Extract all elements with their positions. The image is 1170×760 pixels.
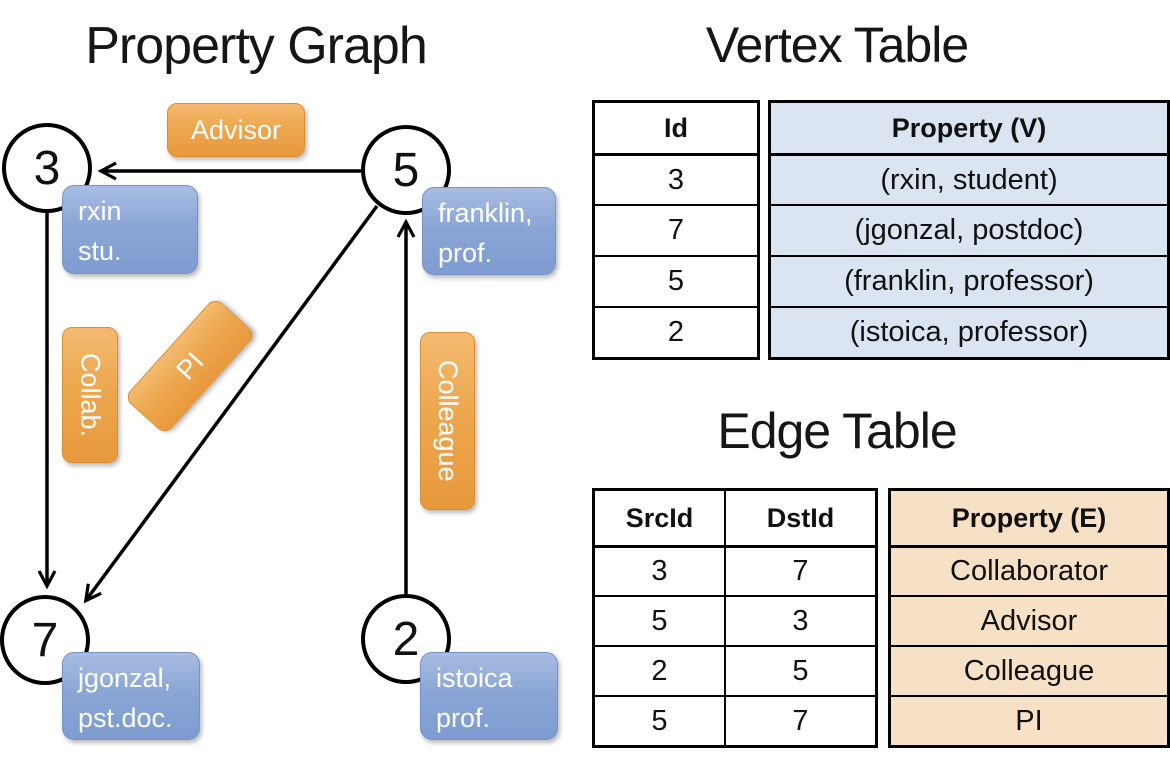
vertex-property-box-5: franklin, prof. (422, 187, 556, 275)
vertex-property-line: rxin (78, 196, 122, 226)
vertex-property-line: stu. (78, 236, 122, 266)
vertex-table-cell-id: 2 (595, 306, 757, 357)
edge-label-colleague: Colleague (420, 332, 475, 510)
edge-table-header-property: Property (E) (891, 491, 1167, 545)
edge-table-row: 2 5 (595, 645, 875, 695)
edge-table-row: 5 7 (595, 695, 875, 745)
edge-table-cell-dstid: 5 (792, 654, 809, 687)
edge-table-cell-dstid: 7 (792, 704, 809, 737)
edge-table-header-srcid: SrcId (595, 491, 726, 545)
edge-table-cell-property: Collaborator (891, 545, 1167, 595)
edge-table-cell-srcid: 2 (595, 647, 726, 695)
vertex-table-cell-id: 3 (595, 153, 757, 204)
vertex-table-header-id: Id (664, 112, 688, 143)
edge-table-cell-property: Advisor (891, 595, 1167, 645)
diagram-title: Property Graph (85, 17, 428, 75)
vertex-property-line: istoica (436, 663, 513, 693)
edge-table-cell-srcid: 5 (595, 597, 726, 645)
edge-pi-5-to-7 (83, 204, 379, 604)
graph-node-2: 2 (361, 594, 451, 684)
vertex-table-cell-id: 7 (595, 204, 757, 255)
vertex-property-box-2: istoica prof. (420, 652, 558, 740)
vertex-table-cell-property: (franklin, professor) (771, 255, 1167, 306)
vertex-table-cell-property: (istoica, professor) (771, 306, 1167, 357)
vertex-property-box-7: jgonzal, pst.doc. (62, 652, 200, 740)
edge-table-property-column: Property (E) Collaborator Advisor Collea… (888, 488, 1170, 748)
edge-table-header-row: SrcId DstId (595, 491, 875, 545)
graph-edges (37, 161, 416, 604)
graph-node-5: 5 (361, 125, 451, 215)
edge-label-advisor: Advisor (167, 103, 305, 157)
vertex-table-cell-id: 5 (595, 255, 757, 306)
vertex-table-id-column: Id 3 7 5 2 (592, 100, 760, 360)
vertex-table-cell-property: (jgonzal, postdoc) (771, 204, 1167, 255)
edge-table-id-columns: SrcId DstId 3 7 5 3 2 5 5 7 (592, 488, 878, 748)
edge-table-header-dstid: DstId (766, 502, 835, 533)
property-graph-diagram: Property Graph 3 5 7 2 rxin stu. frankli… (0, 17, 558, 740)
vertex-property-line: franklin, (438, 198, 533, 228)
vertex-property-line: pst.doc. (78, 703, 173, 733)
edge-table-row: 3 7 (595, 545, 875, 595)
vertex-property-line: jgonzal, (78, 663, 172, 693)
vertex-table-cell-property: (rxin, student) (771, 153, 1167, 204)
vertex-table-header-property: Property (V) (771, 103, 1167, 153)
edge-table-cell-srcid: 3 (595, 548, 726, 595)
edge-label-collab: Collab. (62, 327, 118, 463)
edge-table-cell-property: PI (891, 695, 1167, 745)
edge-table-cell-property: Colleague (891, 645, 1167, 695)
vertex-table-property-column: Property (V) (rxin, student) (jgonzal, p… (768, 100, 1170, 360)
edge-table-cell-srcid: 5 (595, 697, 726, 745)
vertex-property-line: prof. (438, 238, 493, 268)
edge-table-cell-dstid: 3 (792, 604, 809, 637)
edge-table-title: Edge Table (717, 403, 957, 459)
edge-table-cell-dstid: 7 (792, 555, 809, 587)
edge-table-row: 5 3 (595, 595, 875, 645)
vertex-property-box-3: rxin stu. (62, 185, 198, 274)
vertex-property-line: prof. (436, 703, 491, 733)
vertex-table-title: Vertex Table (705, 17, 969, 73)
